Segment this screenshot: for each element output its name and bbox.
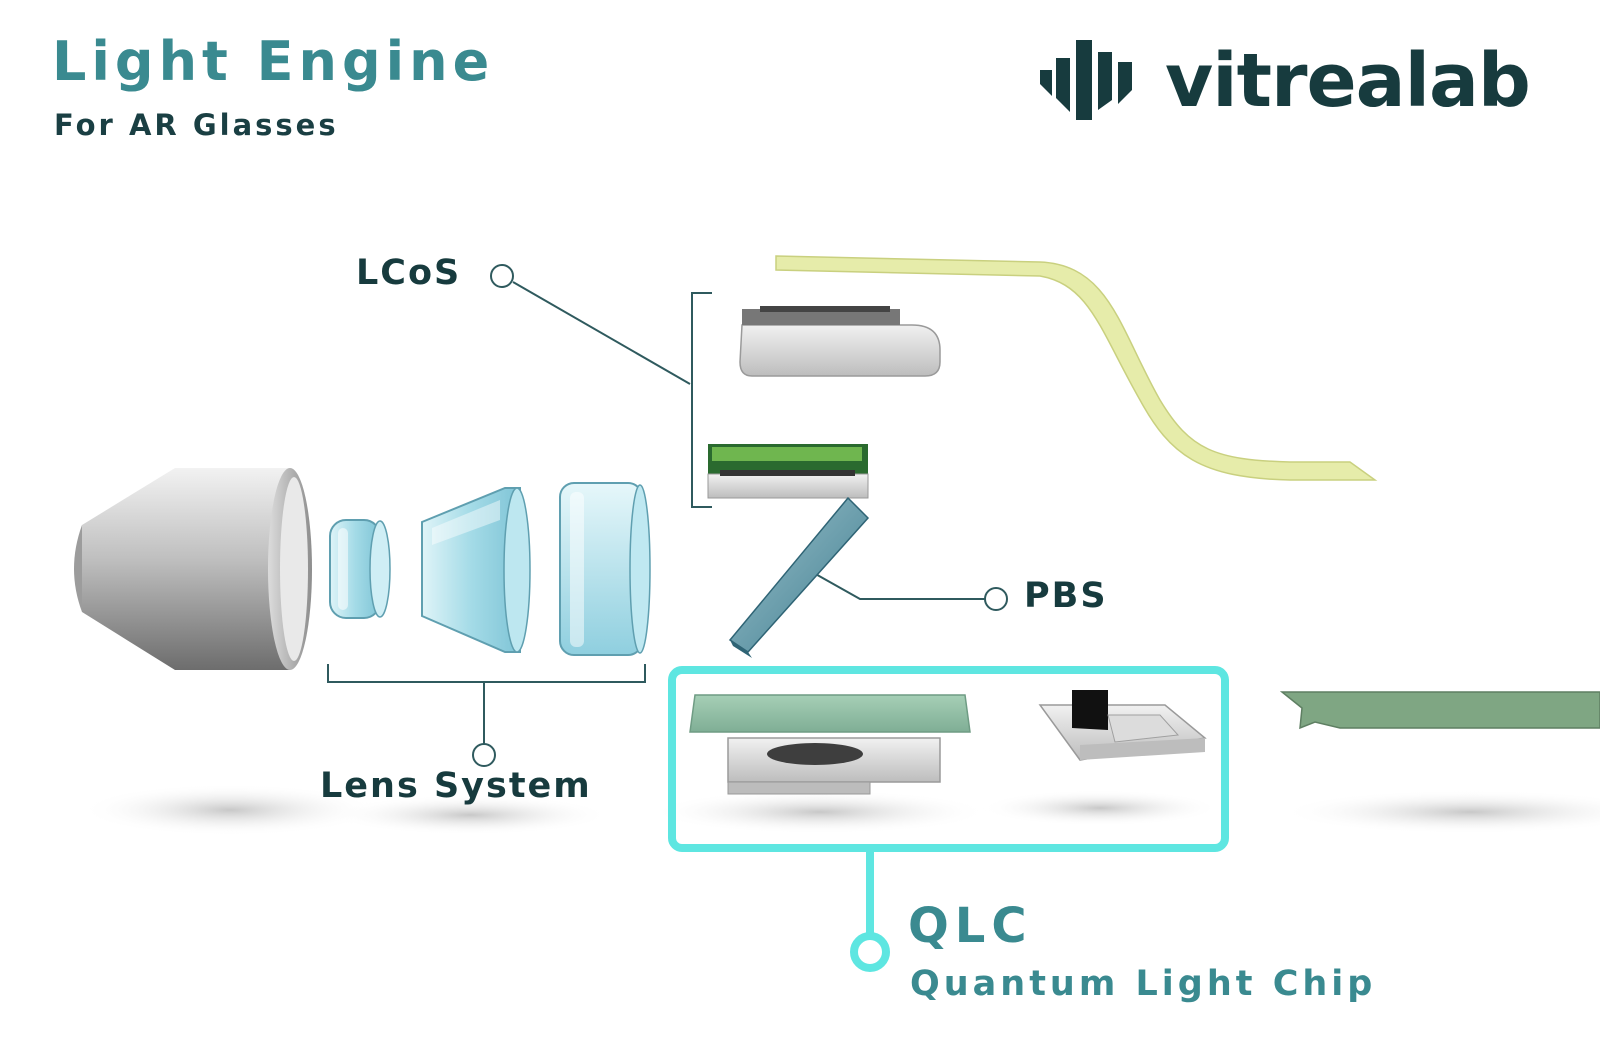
vitrealab-logo-icon — [1040, 40, 1132, 120]
qlc-socket — [1038, 690, 1207, 761]
label-quantum-light-chip: Quantum Light Chip — [910, 964, 1377, 1004]
label-pbs: PBS — [1024, 576, 1108, 616]
connector-strip — [1279, 691, 1600, 730]
lens-barrel — [74, 468, 312, 670]
label-lens-system: Lens System — [320, 766, 592, 806]
ground-shadows — [80, 784, 1600, 836]
cone-lens — [421, 487, 531, 653]
page-title: Light Engine — [52, 30, 495, 93]
brand-wordmark: vitrealab — [1165, 38, 1531, 124]
small-lens — [329, 519, 391, 619]
label-qlc: QLC — [908, 898, 1033, 954]
qlc-chip-stack — [689, 694, 971, 795]
large-disc-lens — [559, 482, 651, 656]
leader-lines — [327, 264, 1008, 767]
lcos-green-stack — [707, 444, 869, 499]
qlc-highlight-frame — [668, 666, 1229, 972]
label-lcos: LCoS — [356, 253, 462, 293]
pbs-plate — [728, 496, 870, 658]
lcos-module — [739, 306, 941, 377]
flex-cable — [775, 255, 1378, 481]
page-subtitle: For AR Glasses — [54, 108, 339, 142]
